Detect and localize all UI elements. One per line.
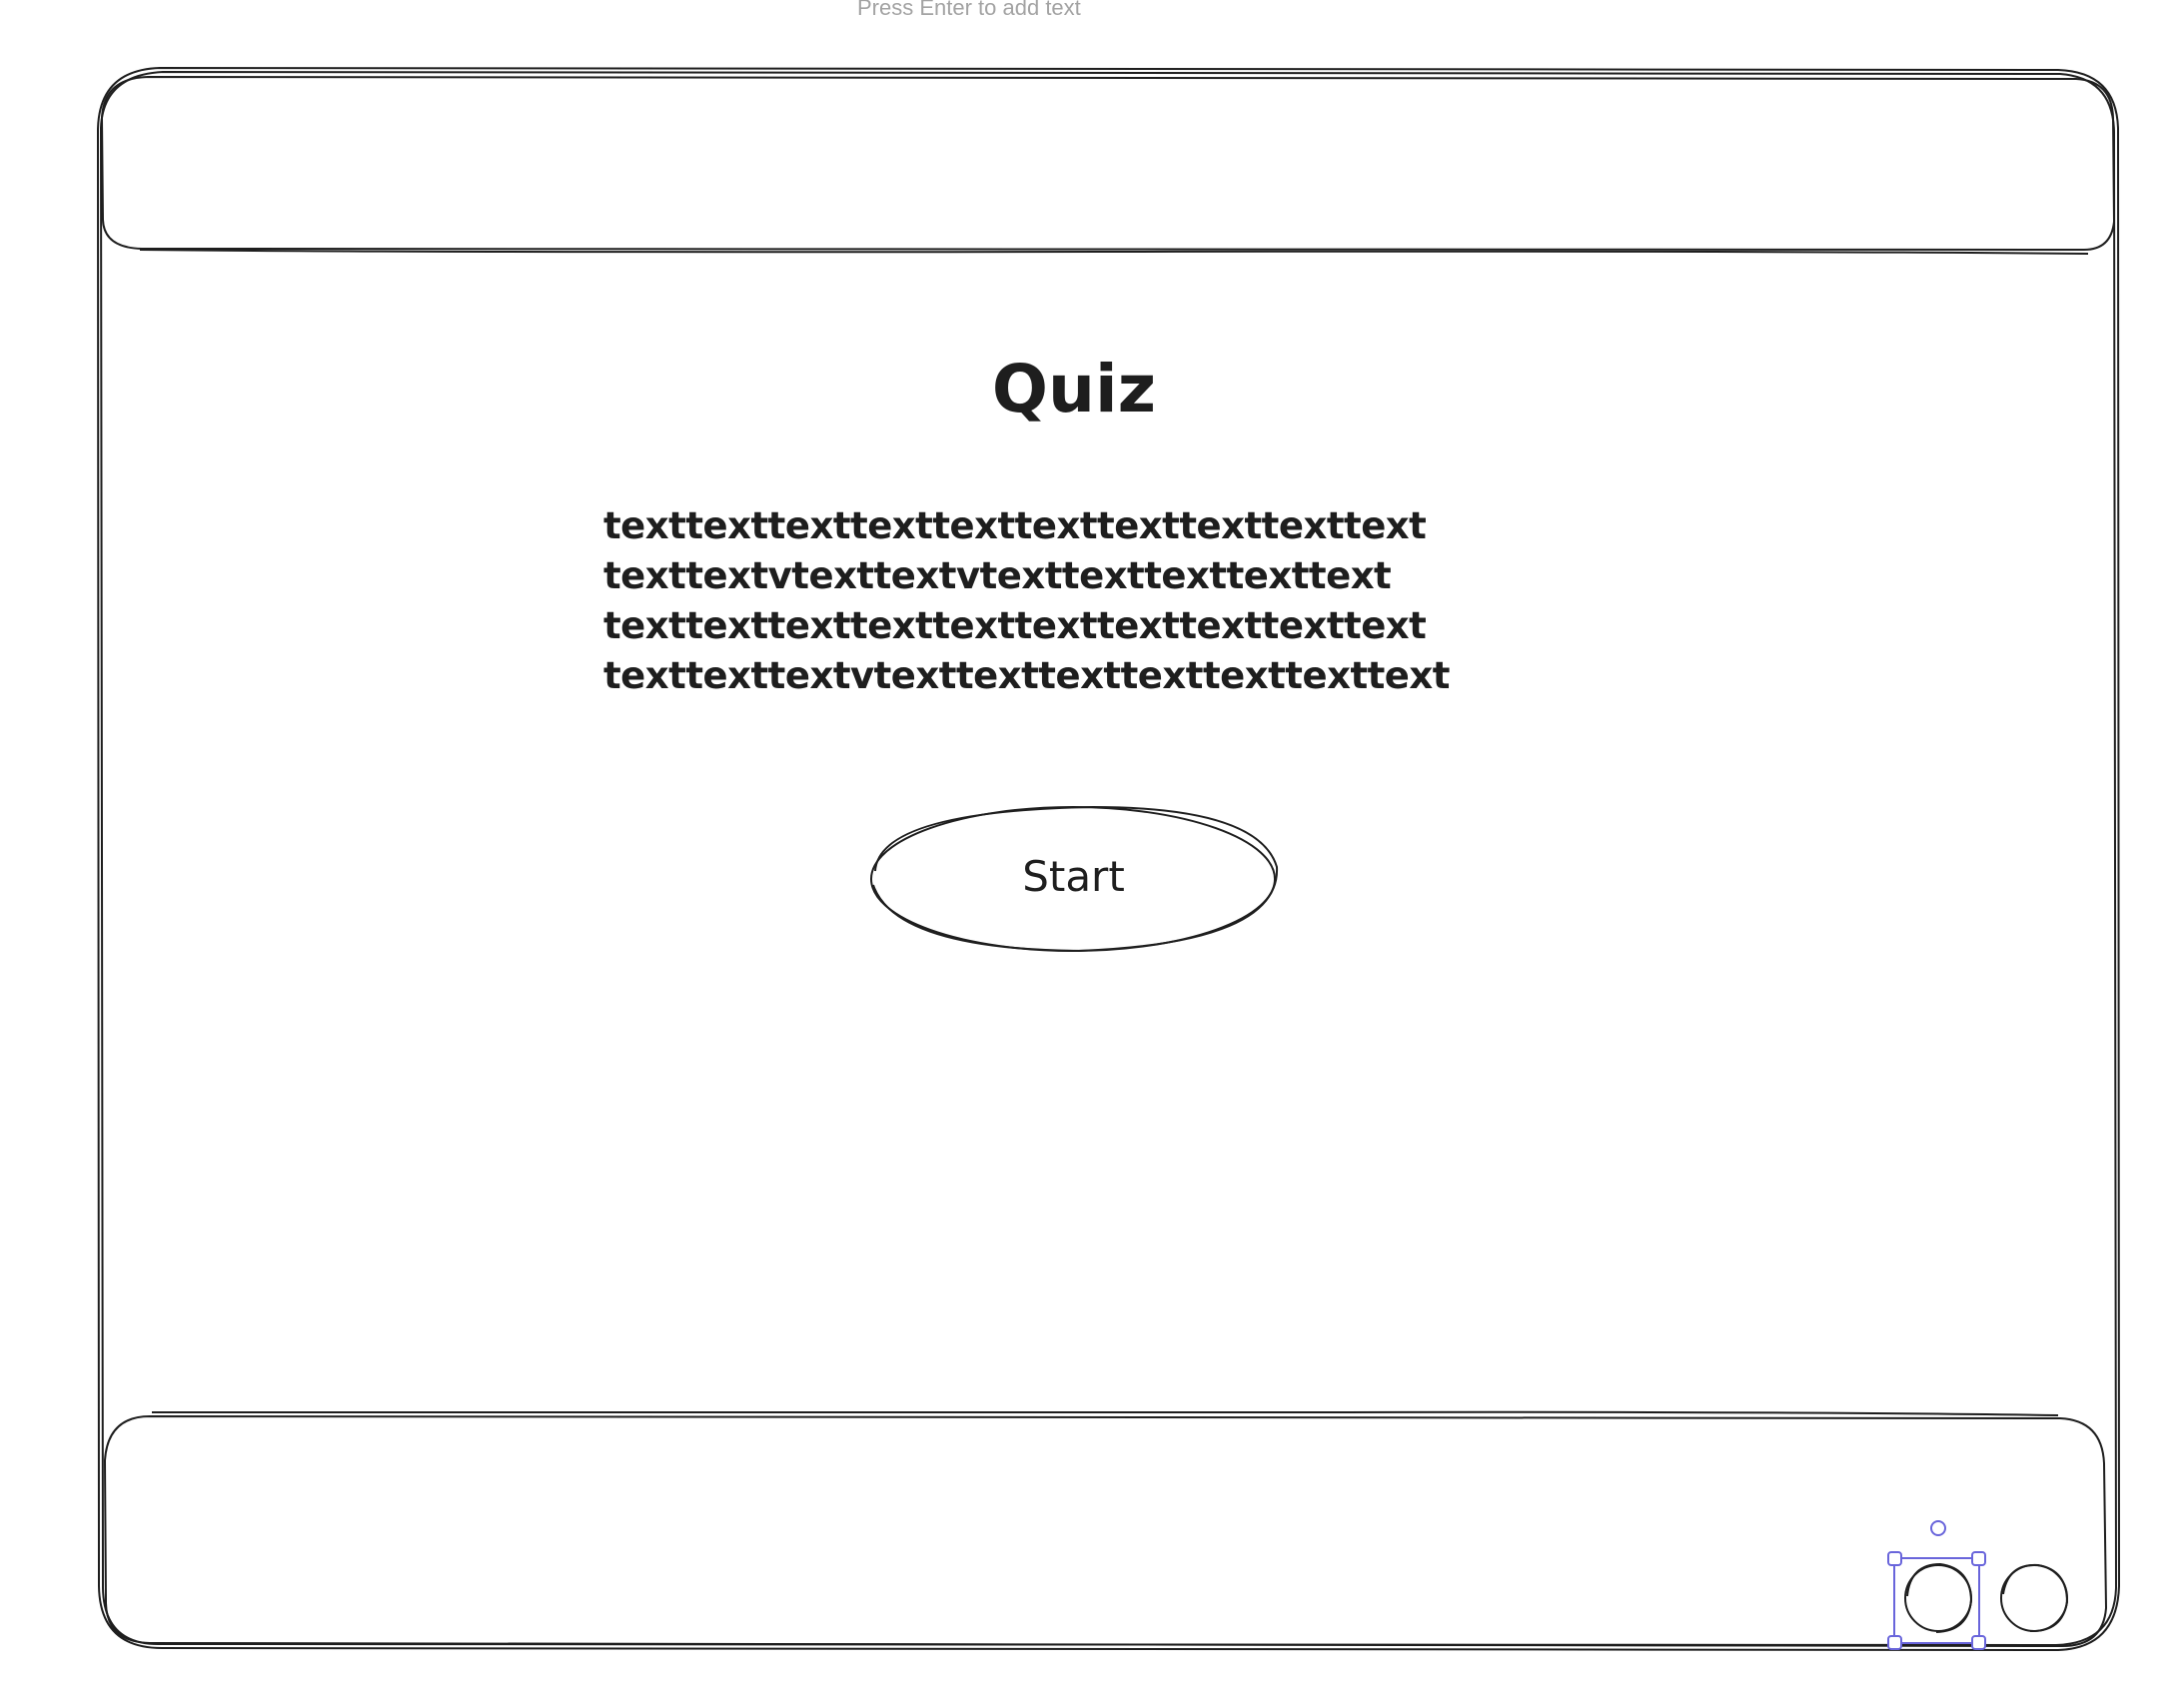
start-button[interactable] (871, 805, 1276, 953)
header-bar[interactable] (100, 75, 2116, 255)
quiz-description-line: texttextvtexttextvtexttexttexttexttext (603, 554, 1392, 597)
quiz-title: Quiz (991, 351, 1157, 427)
footer-circle-button-2[interactable] (2000, 1563, 2069, 1633)
footer-bar[interactable] (103, 1410, 2108, 1648)
rotation-handle-icon[interactable] (1930, 1520, 1946, 1536)
quiz-description: texttexttexttexttexttexttexttexttexttext… (603, 501, 1543, 701)
selection-handles-icon[interactable] (1887, 1551, 1986, 1650)
canvas-hint-text: Press Enter to add text (857, 0, 1081, 20)
quiz-description-line: texttexttexttexttexttexttexttexttexttext (603, 504, 1427, 547)
quiz-description-line: texttexttexttexttexttexttexttexttexttext (603, 604, 1427, 647)
quiz-description-line: texttexttextvtexttexttexttexttexttexttex… (603, 654, 1450, 697)
start-button-outline (870, 805, 1279, 953)
footer-circle-button-1[interactable] (1904, 1562, 1973, 1633)
